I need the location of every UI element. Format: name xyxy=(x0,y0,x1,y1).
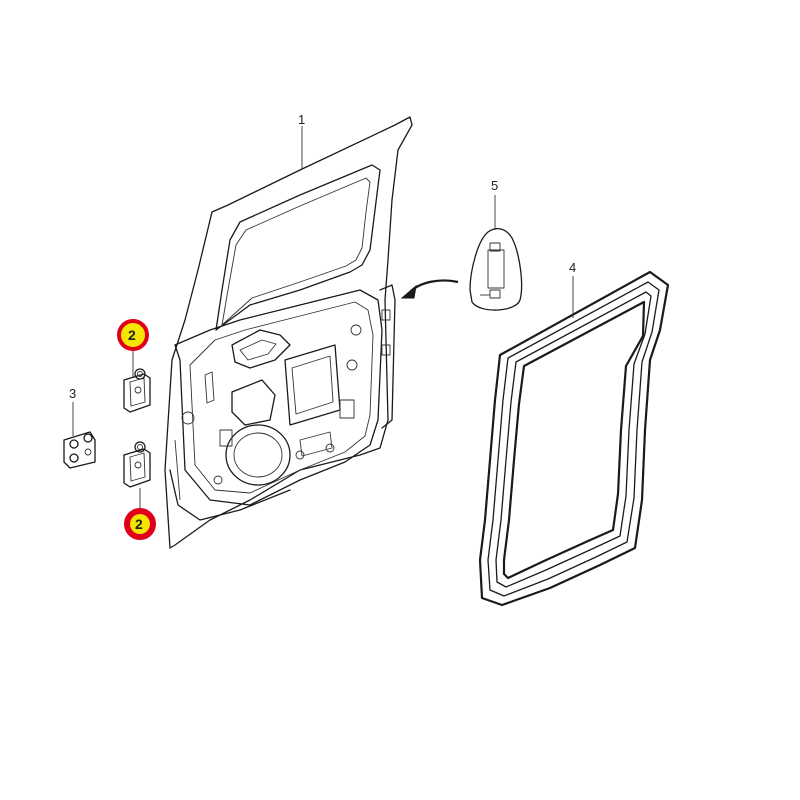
weatherstrip xyxy=(478,270,670,607)
callout-2-upper: 2 xyxy=(117,319,149,351)
callout-2-lower-label: 2 xyxy=(135,516,143,532)
callout-3: 3 xyxy=(69,386,76,436)
callout-3-label: 3 xyxy=(69,386,76,401)
callout-5: 5 xyxy=(491,178,498,230)
clip-part xyxy=(469,227,523,311)
callout-2-lower: 2 xyxy=(124,508,156,540)
callout-1-label: 1 xyxy=(298,112,305,127)
lower-hinge xyxy=(123,441,151,488)
door-shell xyxy=(164,116,413,549)
callout-2-upper-label: 2 xyxy=(128,327,136,343)
callout-4: 4 xyxy=(569,260,576,318)
upper-hinge xyxy=(123,368,151,413)
hinge-pin xyxy=(63,431,96,469)
install-arrow xyxy=(400,279,459,299)
callout-5-label: 5 xyxy=(491,178,498,193)
callout-1: 1 xyxy=(298,112,305,170)
callout-4-label: 4 xyxy=(569,260,576,275)
